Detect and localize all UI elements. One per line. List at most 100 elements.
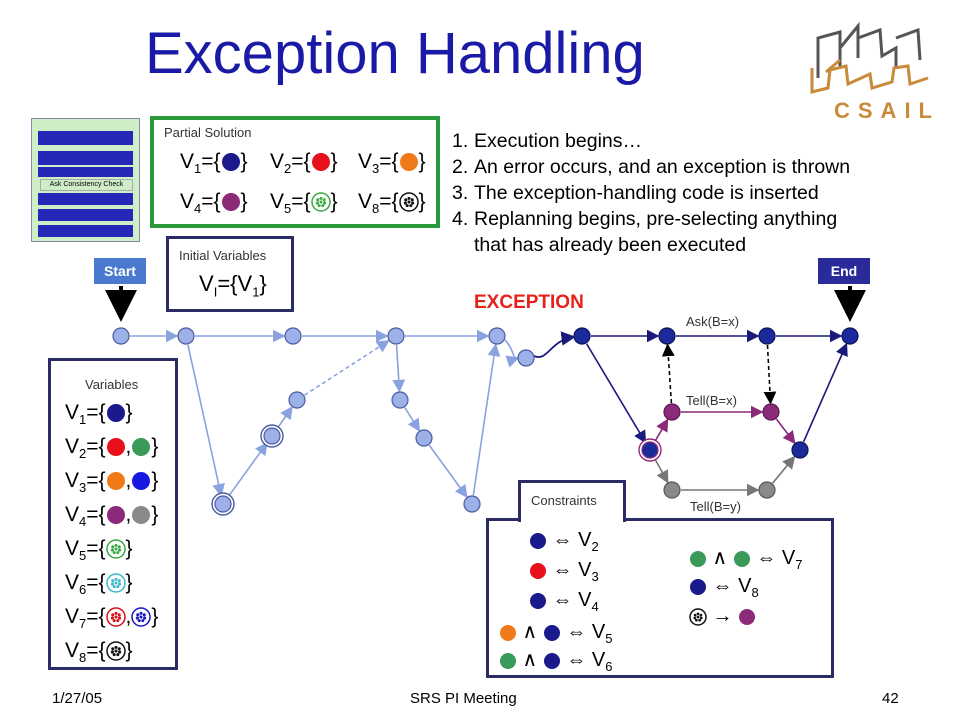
- variable-close-brace: }: [125, 571, 133, 594]
- graph-node: [663, 481, 681, 499]
- constraint-row: ∧ ⇔ V5: [499, 619, 612, 646]
- entry-close-brace: }: [240, 190, 248, 213]
- initial-variables-caption: Initial Variables: [179, 248, 267, 263]
- variable-open-brace: ={: [86, 571, 106, 594]
- entry-close-brace: }: [330, 150, 338, 173]
- partial-solution-entry: V2={}: [270, 150, 338, 176]
- step-number: 4.: [452, 208, 469, 230]
- graph-edge: [653, 418, 669, 443]
- variables-caption: Variables: [85, 377, 139, 392]
- purple-dot-icon: [739, 608, 756, 625]
- green-pattern-dot-icon: [310, 192, 331, 213]
- initial-variables-expression: VI={V1}: [199, 271, 267, 299]
- partial-solution-entry: V4={}: [180, 190, 248, 216]
- graph-node: [663, 403, 681, 421]
- variable-comma: ,: [125, 469, 132, 492]
- navy-dot-icon: [106, 404, 125, 423]
- graph-node: [573, 327, 591, 345]
- entry-var-subscript: 3: [372, 161, 380, 176]
- graph-node: [762, 403, 780, 421]
- constraint-equiv: ⇔: [547, 529, 579, 551]
- entry-var-name: V: [180, 150, 195, 173]
- variable-name: V: [65, 401, 80, 424]
- variable-entry: V2={,}: [65, 435, 158, 461]
- entry-var-name: V: [270, 150, 285, 173]
- tab-joint: [521, 516, 623, 522]
- variable-close-brace: }: [151, 435, 159, 458]
- edge-label-ask: Ask(B=x): [686, 314, 740, 329]
- initial-var-eq: ={V: [217, 271, 253, 296]
- entry-close-brace: }: [418, 150, 426, 173]
- constraints-tab: Constraints: [518, 480, 626, 522]
- constraint-var: V: [578, 529, 592, 551]
- graph-node: [112, 327, 130, 345]
- variable-entry: V3={,}: [65, 469, 158, 495]
- variable-entry: V6={}: [65, 571, 133, 597]
- blue-dot-icon: [132, 472, 151, 491]
- variable-open-brace: ={: [86, 537, 106, 560]
- orange-dot-icon: [500, 624, 516, 641]
- constraint-var-subscript: 6: [605, 659, 613, 674]
- constraint-row: ⇔ V2: [529, 529, 599, 554]
- graph-node: [415, 429, 433, 447]
- entry-var-name: V: [358, 150, 373, 173]
- graph-node: [758, 481, 776, 499]
- variable-name: V: [65, 469, 80, 492]
- green-pattern-dot-icon: [105, 539, 126, 560]
- variable-comma: ,: [125, 435, 132, 458]
- variable-name: V: [65, 503, 80, 526]
- navy-dot-icon: [530, 532, 546, 549]
- slide-title: Exception Handling: [145, 21, 645, 86]
- constraint-row: →: [689, 605, 756, 628]
- constraint-var-subscript: 4: [591, 599, 599, 614]
- footer-date: 1/27/05: [52, 690, 103, 707]
- graph-edge: [802, 342, 848, 443]
- variable-open-brace: ={: [86, 469, 106, 492]
- step-item: 2.An error occurs, and an exception is t…: [452, 154, 850, 180]
- graph-edge: [392, 344, 406, 393]
- variable-close-brace: }: [125, 639, 133, 662]
- entry-var-name: V: [180, 190, 195, 213]
- step-text: The exception-handling code is inserted: [474, 182, 819, 204]
- dashed-edge: [304, 340, 390, 396]
- entry-var-name: V: [358, 190, 373, 213]
- navy-dot-icon: [543, 624, 560, 641]
- variable-close-brace: }: [151, 605, 159, 628]
- variable-subscript: 1: [79, 412, 87, 427]
- graph-node: [177, 327, 195, 345]
- gray-dot-icon: [132, 506, 151, 525]
- graph-edge: [227, 442, 268, 498]
- csail-logo: CSAIL: [810, 21, 932, 123]
- entry-close-brace: }: [330, 190, 338, 213]
- constraint-row: ⇔ V3: [529, 559, 599, 584]
- variable-name: V: [65, 435, 80, 458]
- entry-var-subscript: 4: [194, 201, 202, 216]
- constraint-implies: →: [707, 605, 739, 627]
- partial-solution-box: Partial Solution V1={}V2={}V3={}V4={}V5=…: [150, 116, 440, 228]
- stack-block: [38, 193, 133, 205]
- entry-open-brace: ={: [291, 150, 311, 173]
- variable-name: V: [65, 605, 80, 628]
- variable-close-brace: }: [151, 503, 159, 526]
- red-dot-icon: [106, 438, 125, 457]
- exception-label: EXCEPTION: [474, 292, 584, 313]
- variable-comma: ,: [125, 503, 132, 526]
- variable-name: V: [65, 537, 80, 560]
- entry-var-subscript: 2: [284, 161, 292, 176]
- graph-node-highlighted: [263, 427, 281, 445]
- variable-subscript: 2: [79, 446, 87, 461]
- green-dot-icon: [733, 550, 750, 567]
- graph-node: [387, 327, 405, 345]
- step-text: Replanning begins, pre-selecting anythin…: [474, 208, 838, 230]
- variable-open-brace: ={: [86, 605, 106, 628]
- orange-dot-icon: [106, 472, 125, 491]
- entry-open-brace: ={: [379, 150, 399, 173]
- graph-edge: [772, 455, 796, 484]
- step-number: 1.: [452, 130, 469, 152]
- graph-node: [488, 327, 506, 345]
- entry-open-brace: ={: [201, 150, 221, 173]
- navy-dot-icon: [690, 578, 706, 595]
- graph-node: [463, 495, 481, 513]
- black-pattern-dot-icon: [105, 641, 126, 662]
- graph-node-highlighted: [214, 495, 232, 513]
